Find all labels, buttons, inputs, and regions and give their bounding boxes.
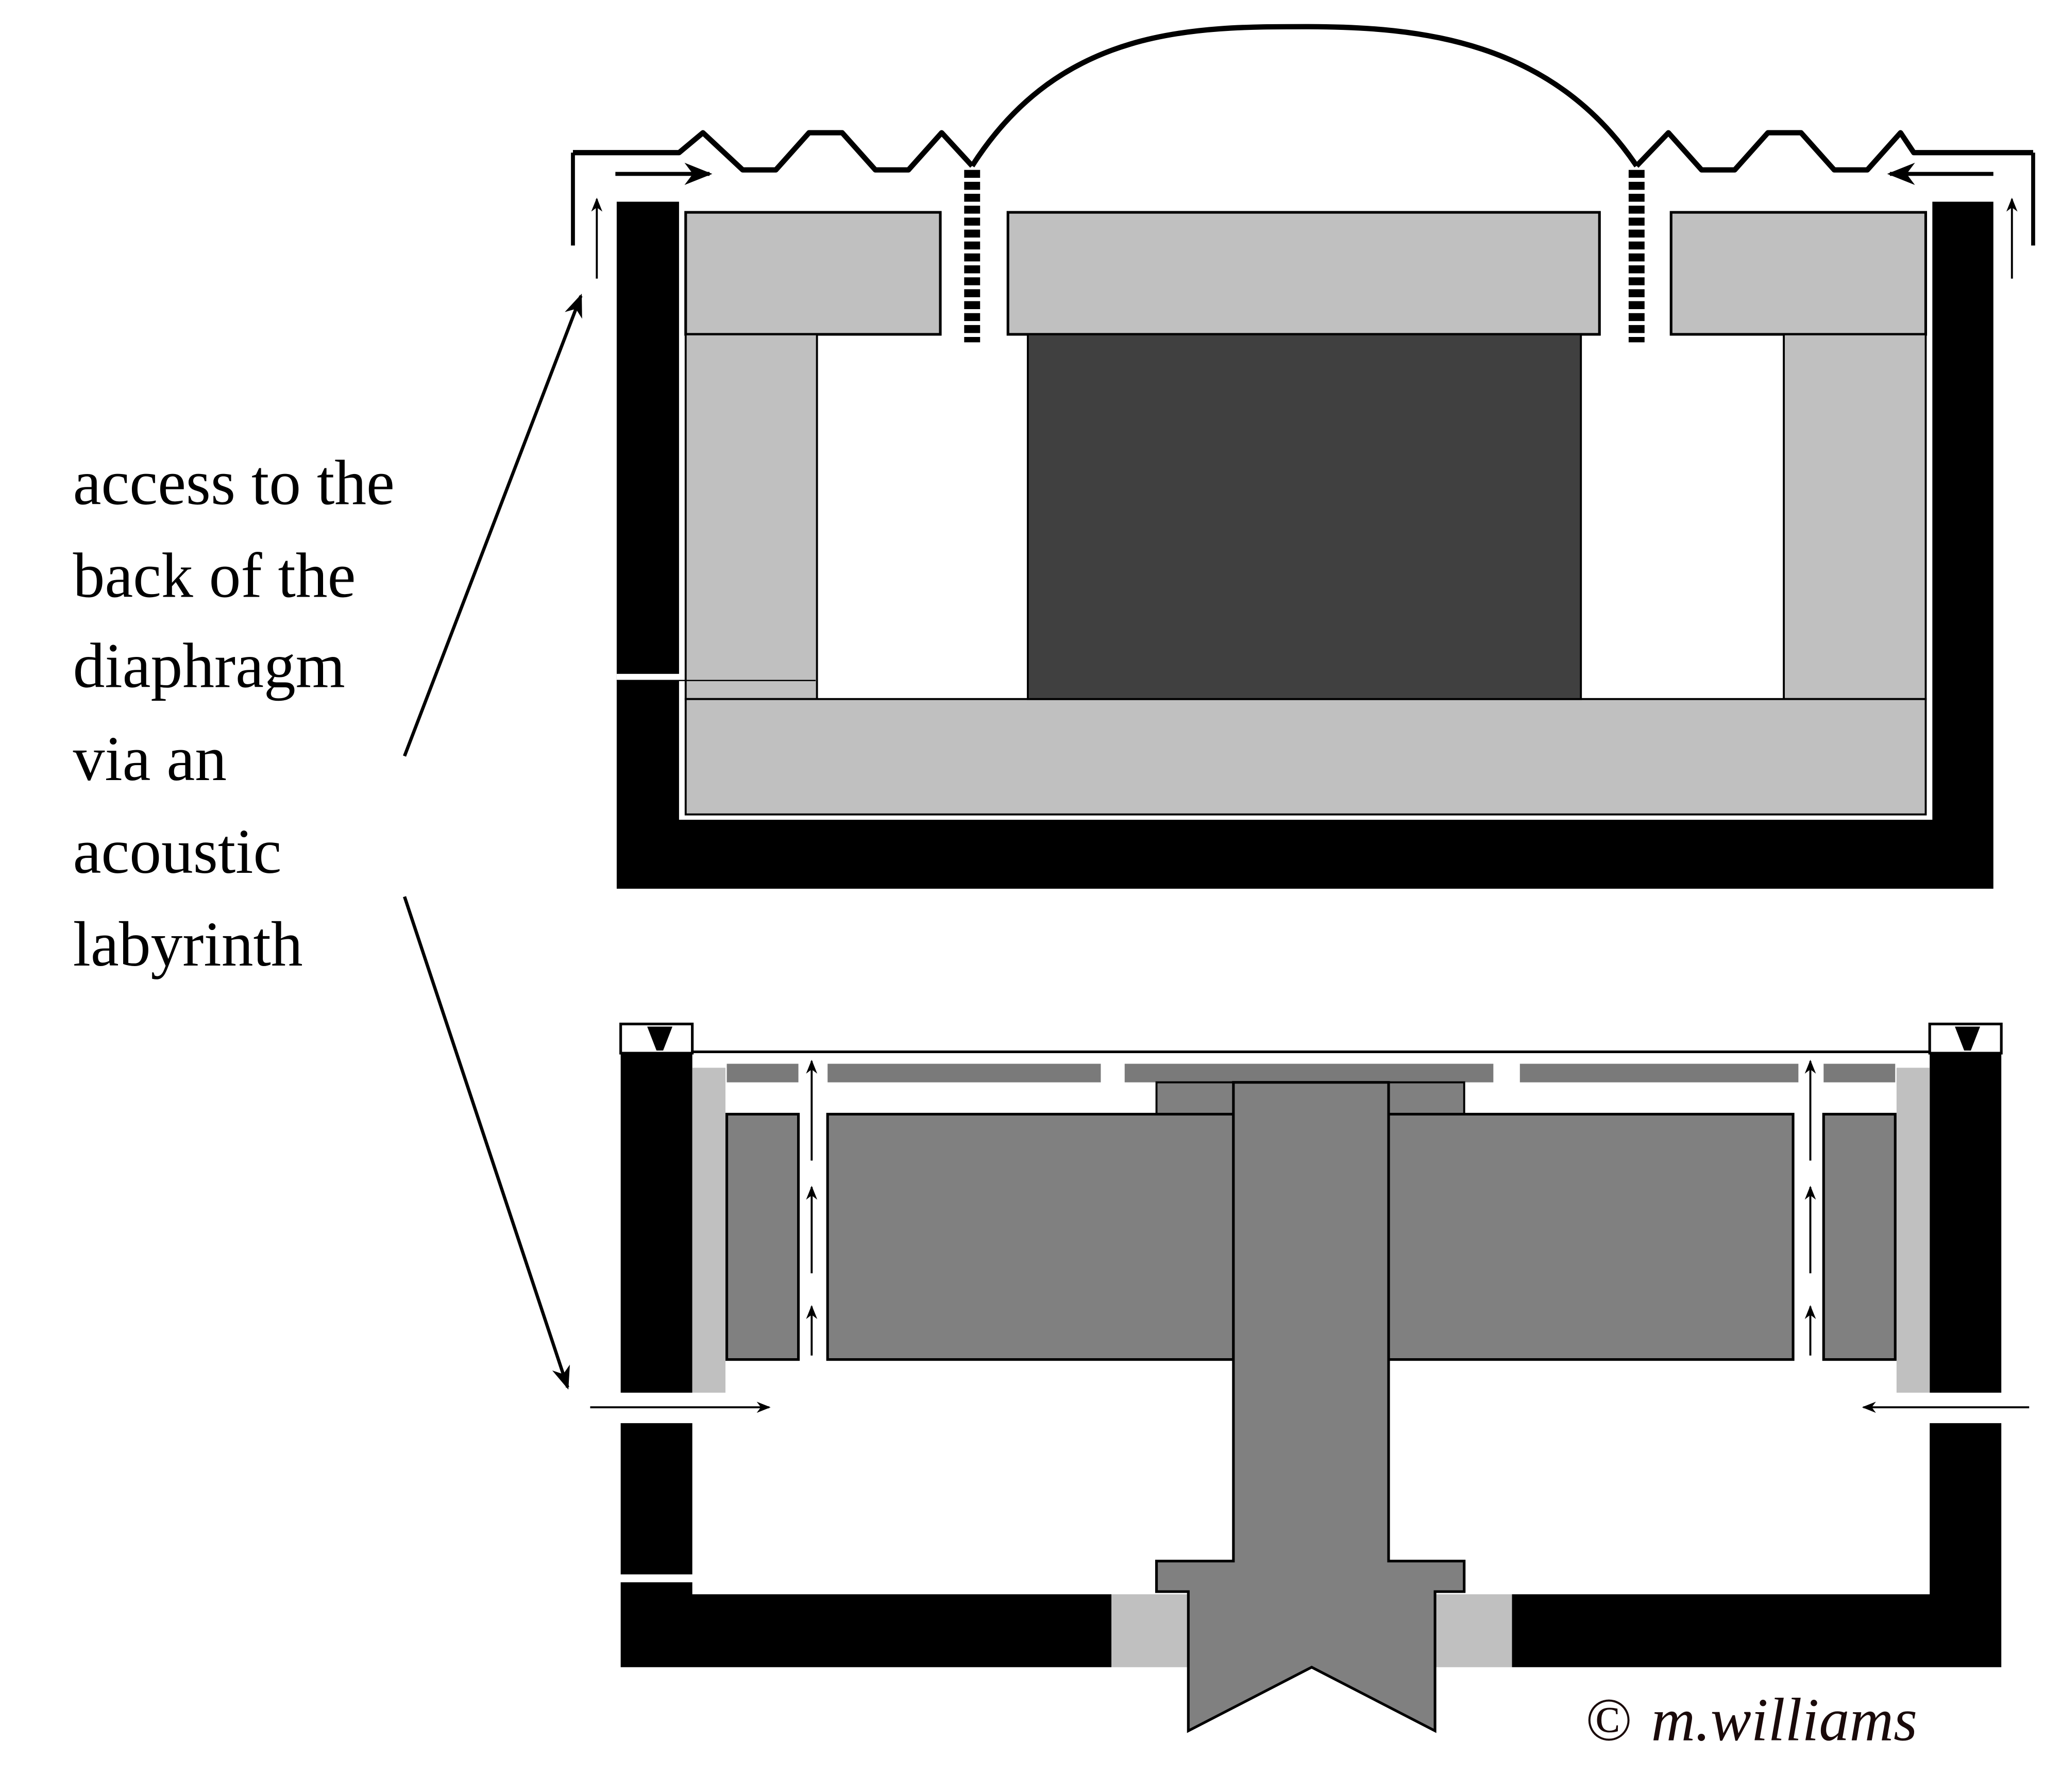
airflow-arrows-right	[1804, 1059, 2030, 1413]
annotation-line: acoustic	[73, 816, 282, 887]
backplate-left	[826, 1112, 1235, 1361]
upper-cross-section	[571, 24, 2035, 889]
upper-housing	[616, 201, 1994, 889]
airflow-arrows-left	[590, 1059, 818, 1413]
base-plate	[684, 698, 1927, 816]
top-plate-right	[1669, 211, 1928, 336]
top-plate-center	[1006, 211, 1601, 336]
top-plate-left	[684, 211, 942, 336]
lower-cross-section	[590, 1022, 2030, 1733]
backplate-right-outer	[1822, 1112, 1897, 1361]
front-plate	[727, 1063, 1896, 1083]
annotation-line: access to the	[73, 447, 395, 518]
lower-housing-right-upper	[1930, 1053, 2002, 1393]
bushing-left	[1111, 1594, 1189, 1667]
surround-left	[572, 130, 974, 173]
diaphragm-dome	[970, 24, 1639, 167]
annotation-line: labyrinth	[73, 909, 303, 979]
copyright-author: m.williams	[1651, 1685, 1917, 1753]
backplate-right	[1387, 1112, 1795, 1361]
side-pole-left	[684, 333, 818, 700]
magnet	[1026, 333, 1582, 700]
bushing-right	[1435, 1594, 1512, 1667]
backplate-left-outer	[725, 1112, 800, 1361]
leader-arrow-up	[403, 294, 583, 757]
annotation-line: via an	[73, 723, 227, 794]
lower-housing-bottom	[620, 1423, 2002, 1667]
surround-right	[1634, 130, 2033, 173]
copyright-credit: © m.williams	[1585, 1685, 1917, 1753]
side-pole-right	[1783, 333, 1927, 700]
annotation-line: back of the	[73, 540, 356, 611]
lower-housing-left-upper	[620, 1053, 692, 1393]
mounting-stem	[1155, 1081, 1466, 1733]
annotation-label: access to the back of the diaphragm via …	[73, 447, 395, 979]
annotation-line: diaphragm	[73, 631, 345, 701]
copyright-symbol: ©	[1585, 1685, 1631, 1753]
leader-arrow-down	[403, 896, 570, 1390]
